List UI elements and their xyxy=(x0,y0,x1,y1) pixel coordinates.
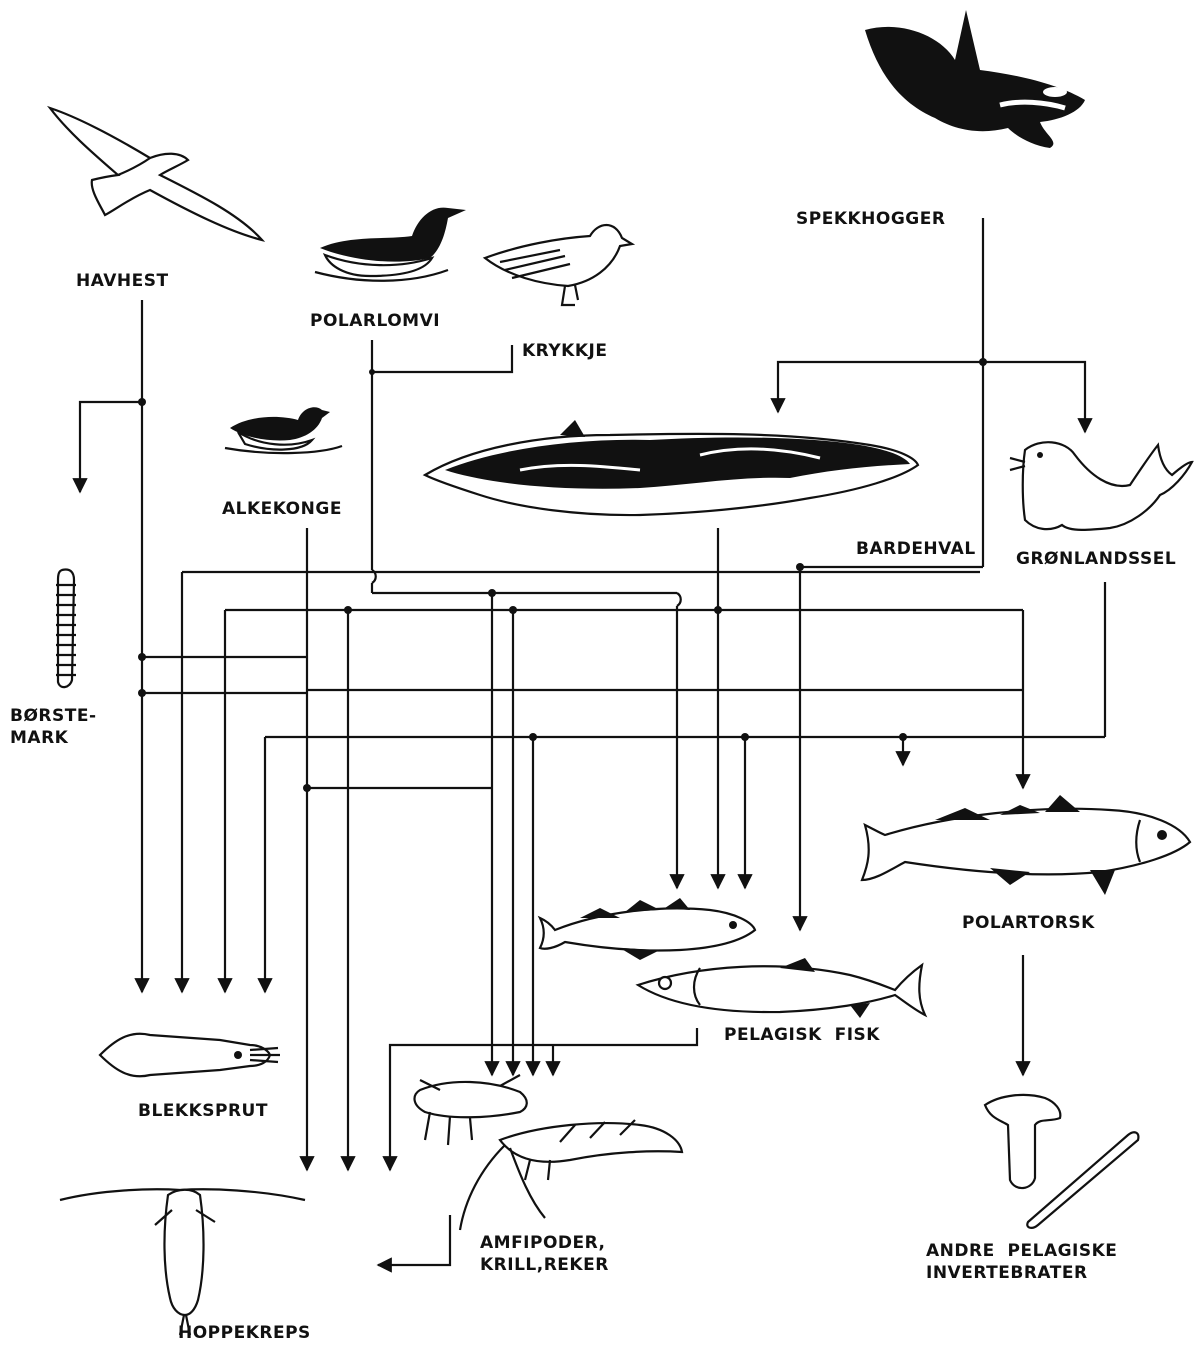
baleen-whale-icon xyxy=(425,420,918,515)
label-andre-invertebrater: ANDRE PELAGISKE INVERTEBRATER xyxy=(926,1240,1117,1284)
fulmar-icon xyxy=(50,108,262,240)
copepod-icon xyxy=(60,1189,305,1335)
squid-icon xyxy=(100,1034,280,1077)
orca-icon xyxy=(865,10,1085,148)
pelagic-fish-icon xyxy=(540,898,755,960)
guillemot-icon xyxy=(315,208,466,281)
pelagic-fish-icon xyxy=(638,958,925,1018)
krill-icon xyxy=(415,1075,682,1230)
label-havhest: HAVHEST xyxy=(76,270,169,292)
label-amfipoder: AMFIPODER, KRILL,REKER xyxy=(480,1232,609,1276)
label-gronlandssel: GRØNLANDSSEL xyxy=(1016,548,1176,570)
label-bardehval: BARDEHVAL xyxy=(856,538,976,560)
label-borstemark: BØRSTE- MARK xyxy=(10,705,97,749)
polar-cod-icon xyxy=(862,795,1190,895)
label-pelagisk-fisk: PELAGISK FISK xyxy=(724,1024,880,1046)
label-polarlomvi: POLARLOMVI xyxy=(310,310,440,332)
label-krykkje: KRYKKJE xyxy=(522,340,607,362)
kittiwake-icon xyxy=(485,225,632,305)
harp-seal-icon xyxy=(1010,442,1192,530)
label-alkekonge: ALKEKONGE xyxy=(222,498,342,520)
label-blekksprut: BLEKKSPRUT xyxy=(138,1100,268,1122)
bristle-worm-icon xyxy=(56,569,76,687)
invertebrate-icon xyxy=(985,1095,1138,1228)
label-polartorsk: POLARTORSK xyxy=(962,912,1095,934)
label-hoppekreps: HOPPEKREPS xyxy=(178,1322,311,1344)
little-auk-icon xyxy=(225,407,342,453)
label-spekkhogger: SPEKKHOGGER xyxy=(796,208,945,230)
